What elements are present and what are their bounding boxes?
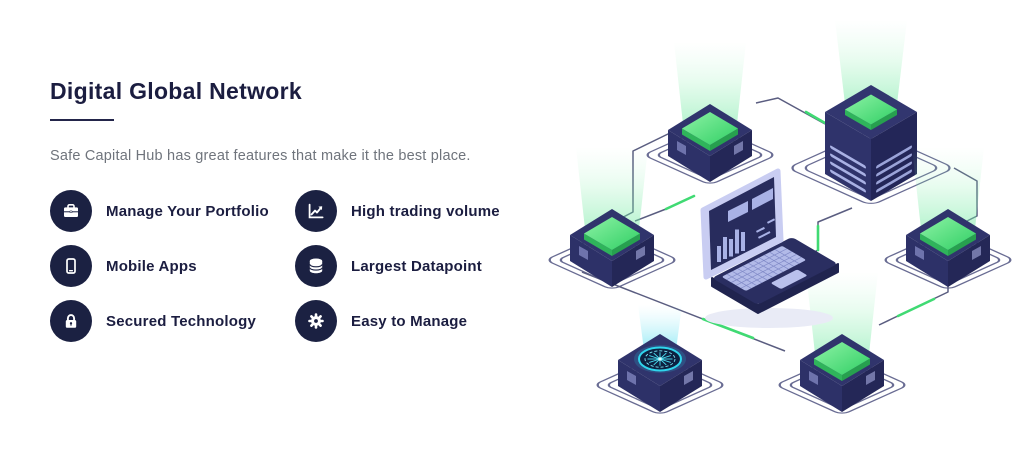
feature-label: High trading volume	[351, 202, 500, 220]
feature-label: Mobile Apps	[106, 257, 197, 275]
section-subtitle: Safe Capital Hub has great features that…	[50, 148, 471, 164]
page-title: Digital Global Network	[50, 78, 302, 104]
feature-item-manage-portfolio: Manage Your Portfolio	[50, 190, 295, 232]
feature-item-secured-technology: Secured Technology	[50, 300, 295, 342]
feature-label: Easy to Manage	[351, 312, 468, 330]
feature-label: Manage Your Portfolio	[106, 202, 269, 220]
section-content: Digital Global Network Safe Capital Hub …	[50, 78, 520, 342]
feature-label: Secured Technology	[106, 312, 257, 330]
mobile-phone-icon	[50, 245, 92, 287]
lock-icon	[50, 300, 92, 342]
briefcase-icon	[50, 190, 92, 232]
green-cube-node-icon	[570, 147, 654, 287]
database-icon	[295, 245, 337, 287]
green-cube-node-icon	[800, 272, 884, 412]
feature-label: Largest Datapoint	[351, 257, 482, 275]
trend-chart-icon	[295, 190, 337, 232]
server-tower-icon	[825, 20, 917, 201]
laptop-screen-chart	[717, 188, 776, 262]
features-grid: Manage Your Portfolio High trading volum…	[50, 190, 520, 342]
green-cube-node-icon	[906, 147, 990, 287]
title-underline	[50, 119, 114, 121]
feature-item-easy-to-manage: Easy to Manage	[295, 300, 520, 342]
feature-item-mobile-apps: Mobile Apps	[50, 245, 295, 287]
feature-item-largest-datapoint: Largest Datapoint	[295, 245, 520, 287]
feature-item-high-trading-volume: High trading volume	[295, 190, 520, 232]
gear-icon	[295, 300, 337, 342]
digital-network-illustration	[544, 20, 1016, 417]
green-cube-node-icon	[668, 42, 752, 182]
laptop-icon	[700, 168, 839, 328]
